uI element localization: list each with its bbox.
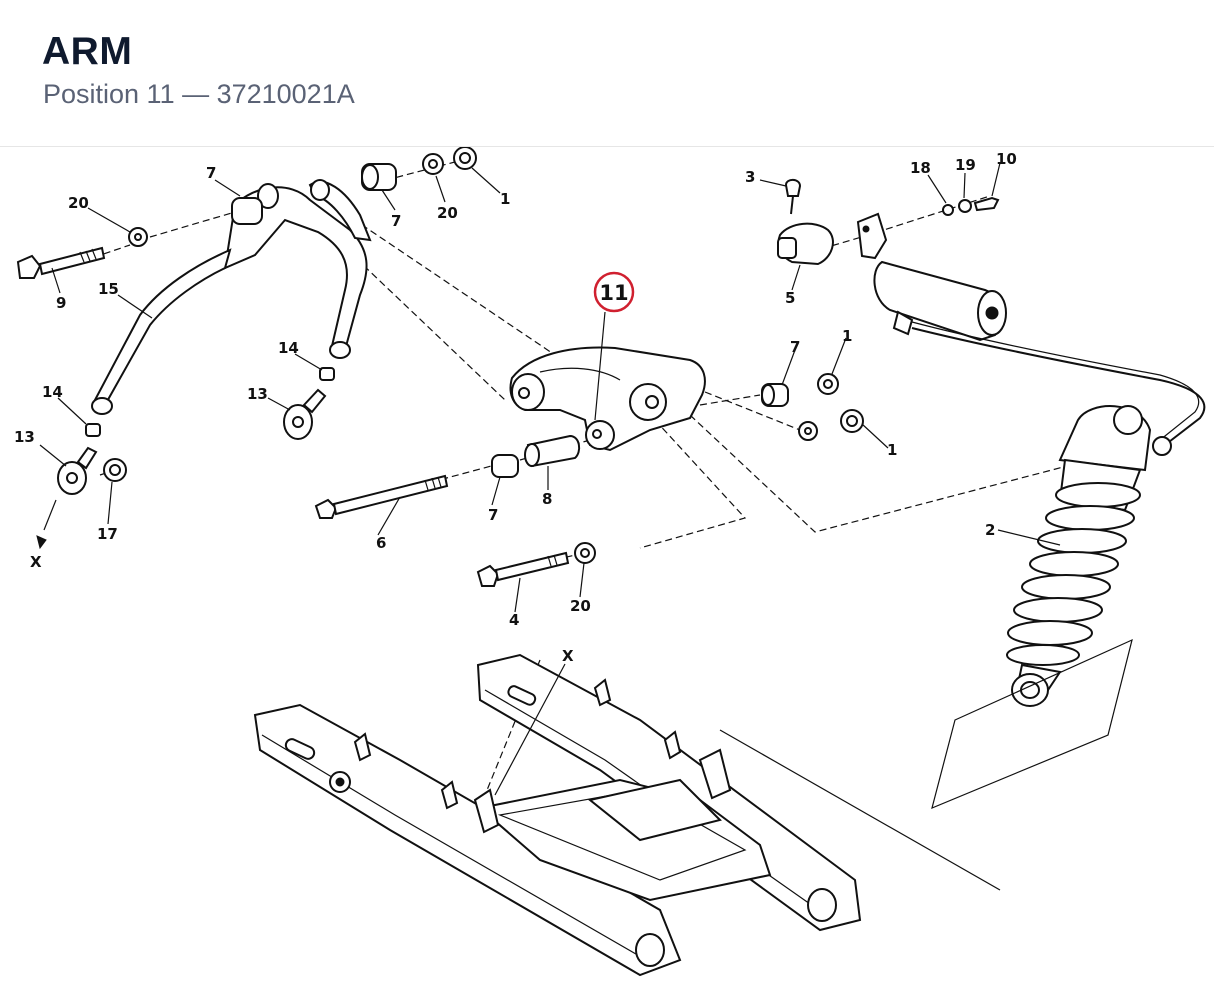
bushing-8 <box>524 434 581 468</box>
callout-11[interactable]: 11 <box>599 281 628 305</box>
rod-end-left <box>57 423 127 495</box>
stabilizer-fork <box>91 179 372 415</box>
bolt-6 <box>314 474 449 519</box>
callout-14[interactable]: 14 <box>42 383 63 401</box>
callout-labels: 7 20 9 15 14 13 14 13 17 X 7 20 1 7 1 1 … <box>14 150 1017 665</box>
callout-1[interactable]: 1 <box>500 190 510 208</box>
plane-guide-line <box>719 729 1001 891</box>
rod-end-center <box>283 367 335 440</box>
clamp-5 <box>777 178 834 266</box>
arrow-x <box>36 535 47 550</box>
callout-8[interactable]: 8 <box>542 490 552 508</box>
bolt-4 <box>476 542 596 587</box>
callout-17[interactable]: 17 <box>97 525 118 543</box>
highlight-circle <box>593 271 635 313</box>
callout-7[interactable]: 7 <box>790 338 800 356</box>
shock-plane-outline <box>931 638 1133 810</box>
bushing-group-top <box>361 146 477 191</box>
callout-6[interactable]: 6 <box>376 534 386 552</box>
leader-lines <box>39 162 1061 796</box>
callout-19[interactable]: 19 <box>955 156 976 174</box>
callout-20[interactable]: 20 <box>437 204 458 222</box>
callout-13[interactable]: 13 <box>247 385 268 403</box>
bolt-9 <box>16 246 106 279</box>
relay-arm-11 <box>509 346 706 452</box>
callout-1[interactable]: 1 <box>887 441 897 459</box>
callout-x[interactable]: X <box>562 647 574 665</box>
callout-9[interactable]: 9 <box>56 294 66 312</box>
bushing-group-right <box>761 373 864 441</box>
callout-10[interactable]: 10 <box>996 150 1017 168</box>
page-subtitle: Position 11 — 37210021A <box>43 79 355 109</box>
callout-x[interactable]: X <box>30 553 42 571</box>
bushing-7 <box>491 454 519 478</box>
exploded-view-drawing: 7 20 9 15 14 13 14 13 17 X 7 20 1 7 1 1 … <box>14 146 1206 977</box>
highlight-position-11[interactable]: 11 <box>593 271 635 313</box>
callout-1[interactable]: 1 <box>842 327 852 345</box>
callout-5[interactable]: 5 <box>785 289 795 307</box>
callout-20[interactable]: 20 <box>68 194 89 212</box>
page-title: ARM <box>42 30 133 73</box>
callout-2[interactable]: 2 <box>985 521 995 539</box>
callout-20[interactable]: 20 <box>570 597 591 615</box>
page-header: ARM Position 11 — 37210021A <box>0 0 1214 147</box>
callout-18[interactable]: 18 <box>910 159 931 177</box>
shock-absorber-2 <box>1006 405 1172 707</box>
callout-15[interactable]: 15 <box>98 280 119 298</box>
callout-7[interactable]: 7 <box>488 506 498 524</box>
reservoir-bracket <box>856 212 888 260</box>
callout-3[interactable]: 3 <box>745 168 755 186</box>
parts-diagram: 7 20 9 15 14 13 14 13 17 X 7 20 1 7 1 1 … <box>0 146 1214 1003</box>
shock-reservoir <box>873 260 1206 446</box>
callout-4[interactable]: 4 <box>509 611 519 629</box>
callout-14[interactable]: 14 <box>278 339 299 357</box>
fasteners-18-19-10 <box>942 196 1000 216</box>
callout-7[interactable]: 7 <box>206 164 216 182</box>
callout-13[interactable]: 13 <box>14 428 35 446</box>
callout-7[interactable]: 7 <box>391 212 401 230</box>
swingarm <box>253 653 862 977</box>
